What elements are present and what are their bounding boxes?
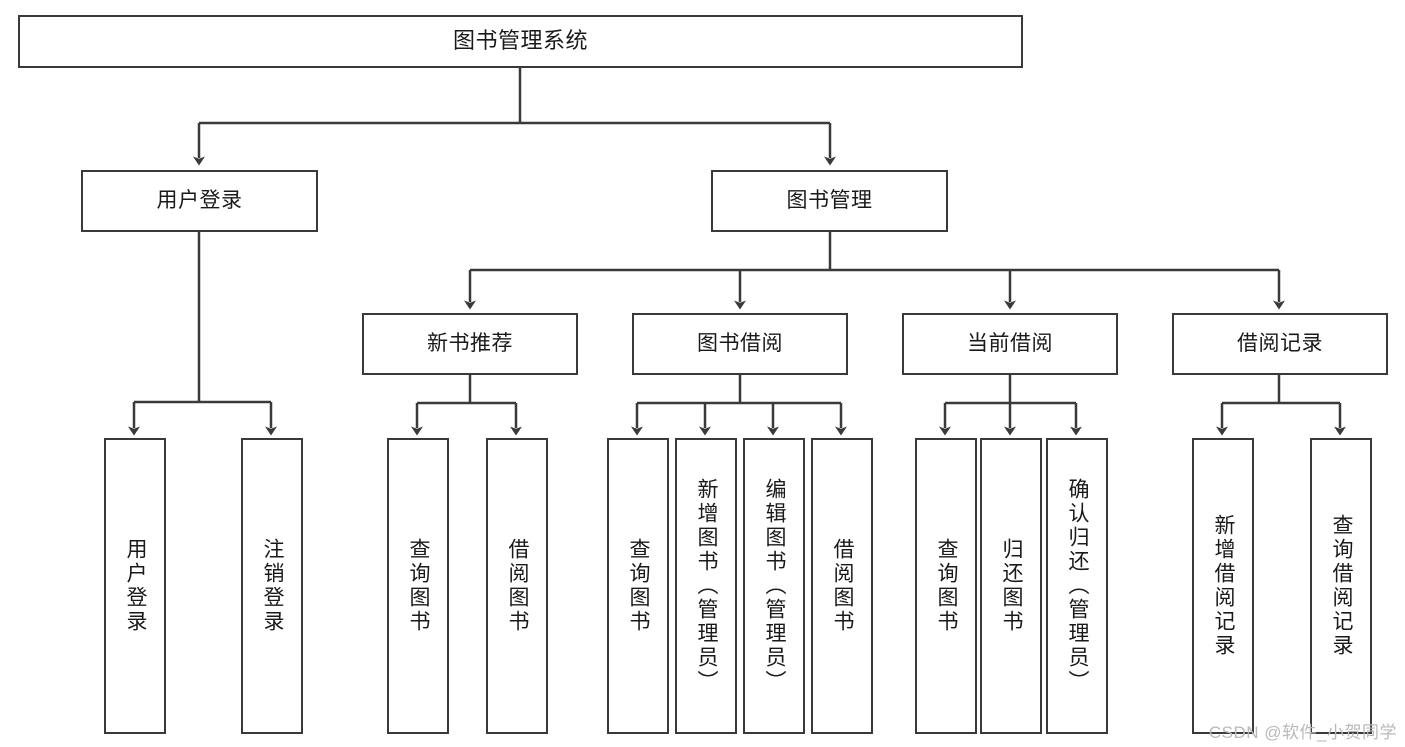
leaf-record-query-record[interactable]: 查询借阅记录 <box>1310 438 1372 734</box>
leaf-recommend-query-book[interactable]: 查询图书 <box>387 438 449 734</box>
node-borrow-record-label: 借阅记录 <box>1237 332 1323 356</box>
node-new-book-recommend-label: 新书推荐 <box>427 332 513 356</box>
leaf-borrow-edit-book-label: 编辑图书（管理员） <box>763 478 787 694</box>
leaf-current-confirm-return[interactable]: 确认归还（管理员） <box>1046 438 1108 734</box>
node-current-borrow[interactable]: 当前借阅 <box>902 313 1118 375</box>
node-root-label: 图书管理系统 <box>452 28 588 54</box>
node-root[interactable]: 图书管理系统 <box>18 15 1023 68</box>
leaf-recommend-query-book-label: 查询图书 <box>407 538 431 634</box>
leaf-borrow-add-book-label: 新增图书（管理员） <box>695 478 719 694</box>
node-book-management[interactable]: 图书管理 <box>711 170 948 232</box>
leaf-borrow-add-book[interactable]: 新增图书（管理员） <box>675 438 737 734</box>
node-user-login[interactable]: 用户登录 <box>81 170 318 232</box>
leaf-current-query-book-label: 查询图书 <box>935 538 959 634</box>
leaf-current-confirm-return-label: 确认归还（管理员） <box>1066 478 1090 694</box>
leaf-borrow-borrow-book-label: 借阅图书 <box>831 538 855 634</box>
leaf-borrow-query-book-label: 查询图书 <box>627 538 651 634</box>
leaf-record-query-record-label: 查询借阅记录 <box>1330 514 1354 658</box>
node-new-book-recommend[interactable]: 新书推荐 <box>362 313 578 375</box>
leaf-borrow-borrow-book[interactable]: 借阅图书 <box>811 438 873 734</box>
node-book-management-label: 图书管理 <box>786 189 873 213</box>
leaf-user-login-login-label: 用户登录 <box>124 538 148 634</box>
leaf-record-add-record-label: 新增借阅记录 <box>1212 514 1236 658</box>
leaf-current-return-book[interactable]: 归还图书 <box>980 438 1042 734</box>
leaf-record-add-record[interactable]: 新增借阅记录 <box>1192 438 1254 734</box>
leaf-current-query-book[interactable]: 查询图书 <box>915 438 977 734</box>
leaf-current-return-book-label: 归还图书 <box>1000 538 1024 634</box>
leaf-borrow-query-book[interactable]: 查询图书 <box>607 438 669 734</box>
leaf-user-login-logout[interactable]: 注销登录 <box>241 438 303 734</box>
leaf-recommend-borrow-book-label: 借阅图书 <box>506 538 530 634</box>
leaf-user-login-logout-label: 注销登录 <box>261 538 285 634</box>
node-book-borrow-label: 图书借阅 <box>697 332 783 356</box>
leaf-recommend-borrow-book[interactable]: 借阅图书 <box>486 438 548 734</box>
node-current-borrow-label: 当前借阅 <box>967 332 1053 356</box>
leaf-borrow-edit-book[interactable]: 编辑图书（管理员） <box>743 438 805 734</box>
leaf-user-login-login[interactable]: 用户登录 <box>104 438 166 734</box>
node-borrow-record[interactable]: 借阅记录 <box>1172 313 1388 375</box>
node-user-login-label: 用户登录 <box>156 189 243 213</box>
node-book-borrow[interactable]: 图书借阅 <box>632 313 848 375</box>
watermark: CSDN @软件_小贺同学 <box>1208 723 1397 742</box>
